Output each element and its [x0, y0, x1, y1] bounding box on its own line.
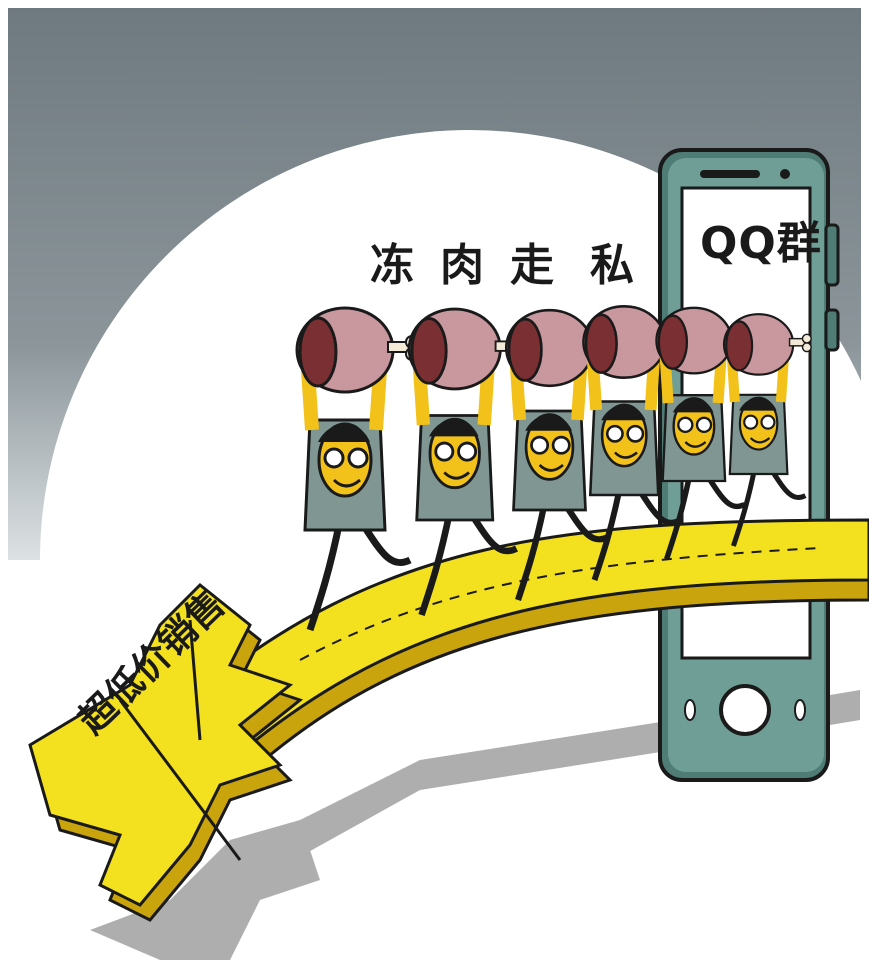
yuan-currency-icon	[28, 582, 304, 922]
frozen-meat-icon	[722, 313, 812, 376]
running-man-icon	[655, 306, 752, 560]
headline-char-1: 冻	[370, 240, 414, 291]
figures	[295, 305, 812, 632]
frozen-meat-icon	[582, 305, 688, 379]
ribbon-road	[188, 518, 869, 793]
qq-group-label: QQ群	[700, 218, 822, 269]
headline-char-4: 私	[590, 240, 634, 291]
headline-char-2: 肉	[440, 240, 484, 291]
running-man-icon	[722, 313, 812, 547]
running-man-icon	[407, 307, 526, 617]
running-man-icon	[295, 306, 419, 632]
headline-char-3: 走	[510, 240, 554, 291]
running-man-icon	[582, 305, 688, 581]
